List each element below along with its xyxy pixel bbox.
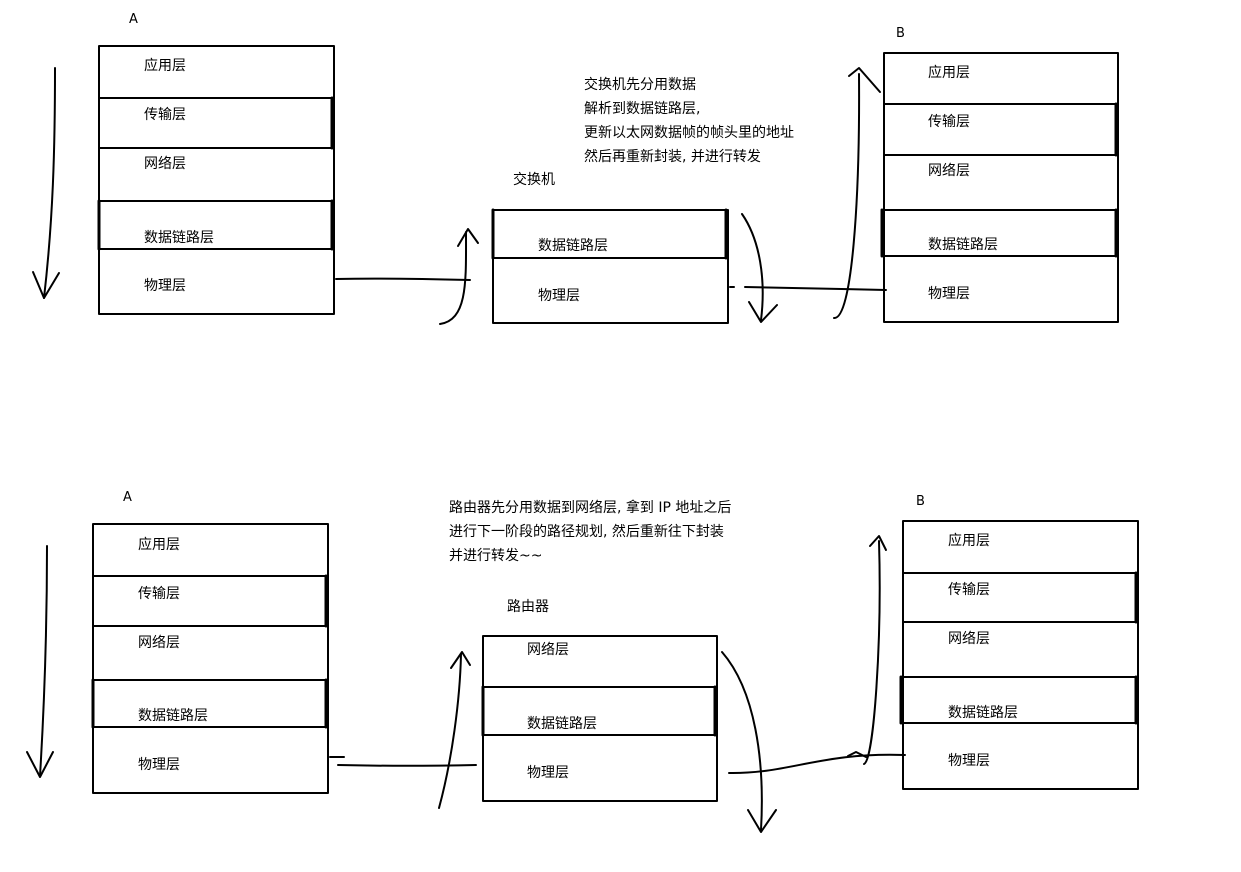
top-host-a-layer: 数据链路层 — [144, 230, 214, 246]
bottom-host-a-letter: A — [123, 490, 132, 505]
bottom-router-label: 路由器 — [507, 599, 549, 615]
top-note-line: 解析到数据链路层, — [584, 101, 701, 117]
bottom-up-arrow-b — [863, 540, 881, 765]
bottom-note-line: 进行下一阶段的路径规划, 然后重新往下封装 — [449, 524, 724, 540]
top-host-a-letter: A — [129, 12, 138, 27]
bottom-router-down-arrowhead — [747, 809, 777, 833]
bottom-host-b-layer: 应用层 — [948, 533, 990, 549]
bottom-host-b-letter: B — [916, 494, 925, 509]
bottom-host-b-layer: 物理层 — [948, 753, 990, 769]
top-switch-down-arrow — [741, 213, 764, 321]
bottom-router-down-arrow — [721, 651, 763, 831]
top-note-line: 然后再重新封装, 并进行转发 — [584, 149, 761, 165]
bottom-host-b-box — [902, 520, 1139, 790]
bottom-host-a-layer: 应用层 — [138, 537, 180, 553]
top-switch-label: 交换机 — [513, 172, 555, 188]
bottom-up-arrow-router — [438, 653, 462, 809]
top-link-a-to-switch — [335, 277, 471, 281]
top-up-arrow-b — [833, 73, 861, 320]
top-down-arrow — [43, 67, 56, 299]
top-note-line: 更新以太网数据帧的帧头里的地址 — [584, 125, 794, 141]
top-host-a-layer: 物理层 — [144, 278, 186, 294]
top-host-a-layer: 传输层 — [144, 107, 186, 123]
top-host-b-layer: 数据链路层 — [928, 237, 998, 253]
bottom-router-box — [482, 635, 718, 802]
top-note-line: 交换机先分用数据 — [584, 77, 696, 93]
bottom-host-a-layer: 物理层 — [138, 757, 180, 773]
top-up-arrow-switch-head — [457, 228, 479, 247]
top-switch-layer: 物理层 — [538, 288, 580, 304]
top-up-arrow-switch — [439, 231, 468, 325]
bottom-link-a-to-router — [337, 764, 477, 767]
top-link-switch-to-b — [744, 286, 887, 291]
bottom-router-layer: 物理层 — [527, 765, 569, 781]
top-host-b-layer: 应用层 — [928, 65, 970, 81]
bottom-host-a-layer: 网络层 — [138, 635, 180, 651]
top-host-b-letter: B — [896, 26, 905, 41]
top-host-a-box — [98, 45, 335, 315]
top-up-arrow-b-head — [848, 67, 881, 93]
top-switch-layer: 数据链路层 — [538, 238, 608, 254]
bottom-down-arrow — [39, 545, 48, 777]
bottom-down-arrowhead — [26, 751, 54, 778]
top-host-b-box — [883, 52, 1119, 323]
bottom-host-b-layer: 传输层 — [948, 582, 990, 598]
top-switch-down-arrowhead — [748, 301, 778, 323]
top-host-b-layer: 物理层 — [928, 286, 970, 302]
top-host-b-layer: 网络层 — [928, 163, 970, 179]
top-host-a-layer: 应用层 — [144, 58, 186, 74]
bottom-up-arrow-b-head — [869, 535, 887, 551]
bottom-host-b-layer: 数据链路层 — [948, 705, 1018, 721]
bottom-router-layer: 数据链路层 — [527, 716, 597, 732]
bottom-router-layer: 网络层 — [527, 642, 569, 658]
bottom-note-line: 路由器先分用数据到网络层, 拿到 IP 地址之后 — [449, 500, 732, 516]
top-switch-box — [492, 209, 729, 324]
top-down-arrowhead — [32, 271, 60, 299]
bottom-host-a-layer: 传输层 — [138, 586, 180, 602]
bottom-link-router-to-b — [728, 753, 906, 775]
top-host-a-layer: 网络层 — [144, 156, 186, 172]
bottom-host-a-box — [92, 523, 329, 794]
bottom-link-b-arrowhead — [847, 751, 867, 758]
top-host-b-layer: 传输层 — [928, 114, 970, 130]
bottom-note-line: 并进行转发~~ — [449, 548, 543, 564]
bottom-host-a-layer: 数据链路层 — [138, 708, 208, 724]
bottom-host-b-layer: 网络层 — [948, 631, 990, 647]
bottom-up-arrow-router-head — [450, 651, 471, 669]
